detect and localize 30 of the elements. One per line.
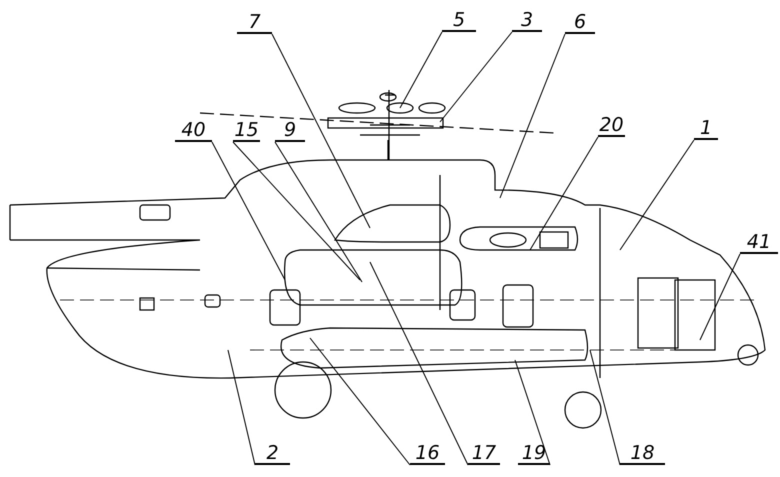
callout-number: 20 — [598, 115, 625, 137]
leader-line — [212, 142, 286, 280]
leader-line — [500, 34, 566, 198]
leader-line — [514, 360, 550, 466]
callout-number: 19 — [518, 443, 550, 465]
callout-number: 41 — [740, 232, 778, 254]
leader-line — [310, 338, 410, 466]
leader-line — [228, 350, 256, 466]
callout-number: 40 — [175, 120, 212, 142]
callout-number: 2 — [255, 443, 290, 465]
callout-number: 1 — [694, 118, 718, 140]
callout-number: 7 — [237, 12, 272, 34]
leader-line — [700, 254, 740, 340]
callout-number: 3 — [512, 10, 542, 32]
leader-line — [272, 34, 370, 228]
callout-number: 15 — [233, 120, 260, 142]
callout-number: 9 — [275, 120, 305, 142]
leader-line — [400, 32, 442, 108]
callout-number: 16 — [410, 443, 445, 465]
leader-line — [274, 142, 362, 282]
leader-line — [620, 140, 694, 250]
callout-number: 6 — [565, 12, 595, 34]
leader-line — [590, 350, 620, 466]
leader-line — [232, 142, 360, 280]
leader-line — [440, 32, 512, 122]
callout-number: 17 — [468, 443, 500, 465]
callout-number: 5 — [442, 10, 476, 32]
leader-line — [530, 136, 598, 250]
callout-number: 18 — [620, 443, 665, 465]
leader-line — [370, 262, 468, 466]
